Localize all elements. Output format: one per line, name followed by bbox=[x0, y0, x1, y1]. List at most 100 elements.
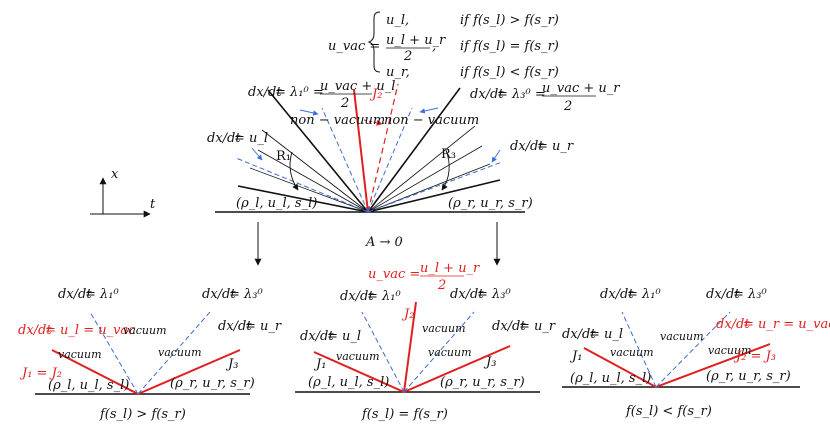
p2-vacuum-right: vacuum bbox=[428, 346, 472, 359]
p3-left-rhs: = u_l bbox=[589, 327, 623, 342]
p1-condition: f(s_l) > f(s_r) bbox=[99, 407, 186, 422]
top-wave-fan bbox=[215, 83, 525, 213]
p2-right-rhs: = u_r bbox=[519, 319, 556, 334]
p3-lambda1-frac: dx/dt bbox=[600, 287, 634, 302]
p3-J2J3-line bbox=[655, 343, 771, 388]
R1-ray bbox=[257, 149, 369, 213]
uvac-case2-den: 2 bbox=[403, 49, 412, 64]
right-eig-num: u_vac + u_r bbox=[542, 81, 620, 96]
p3-J-left: J₁ bbox=[569, 349, 582, 364]
p3-lambda3-char bbox=[655, 311, 731, 388]
right-char-frac: dx/dt bbox=[510, 139, 544, 154]
uvac-case3: u_r, bbox=[386, 65, 410, 80]
nonvac-left: non − vacuum bbox=[290, 113, 385, 128]
lambda3-char bbox=[367, 107, 413, 213]
uvac-formula: u_vac = u_l, if f(s_l) > f(s_r) u_l + u_… bbox=[328, 11, 559, 80]
p3-condition: f(s_l) < f(s_r) bbox=[625, 404, 712, 419]
panel-1: dx/dt = λ₁⁰ dx/dt = λ₃⁰ dx/dt = u_l = u_… bbox=[18, 287, 282, 422]
R3-ray bbox=[367, 125, 476, 213]
p1-J1J2-line bbox=[51, 349, 139, 395]
p3-lambda3-frac: dx/dt bbox=[706, 287, 740, 302]
p1-left-rhs: = u_l = u_vac bbox=[45, 323, 136, 338]
p2-lambda3-frac: dx/dt bbox=[450, 287, 484, 302]
p3-left-frac: dx/dt bbox=[562, 327, 596, 342]
p1-lambda3-frac: dx/dt bbox=[202, 287, 236, 302]
p3-lambda3-rhs: = λ₃⁰ bbox=[733, 287, 767, 302]
uvac-case2-num: u_l + u_r bbox=[386, 33, 446, 48]
R1-label: R₁ bbox=[276, 149, 291, 164]
p2-left-rhs: = u_l bbox=[327, 329, 361, 344]
right-eig-den: 2 bbox=[563, 99, 572, 114]
p2-J2-line bbox=[403, 301, 417, 393]
uvac-cond3: if f(s_l) < f(s_r) bbox=[460, 65, 559, 80]
R3-edge-inner bbox=[367, 179, 501, 213]
p2-right-frac: dx/dt bbox=[492, 319, 526, 334]
p2-lambda3-char bbox=[403, 311, 475, 393]
uvac-lhs: u_vac = bbox=[328, 39, 380, 54]
p3-lambda1-rhs: = λ₁⁰ bbox=[627, 287, 661, 302]
p1-lambda1-rhs: = λ₁⁰ bbox=[85, 287, 119, 302]
p2-vacuum-mid: vacuum bbox=[422, 322, 466, 335]
uvac-case2-comma: , bbox=[432, 39, 436, 54]
R3-ray bbox=[367, 163, 491, 213]
R1-ray bbox=[249, 167, 369, 213]
p3-vacuum-right: vacuum bbox=[708, 344, 752, 357]
top-state-left: (ρ_l, u_l, s_l) bbox=[236, 196, 317, 211]
left-char-frac: dx/dt bbox=[207, 131, 241, 146]
left-eig-num: u_vac + u_l bbox=[320, 79, 395, 94]
formula-brace bbox=[367, 11, 381, 73]
R3-ray bbox=[367, 145, 483, 213]
ul-pointer bbox=[251, 147, 263, 161]
p2-lambda1-rhs: = λ₁⁰ bbox=[367, 289, 401, 304]
right-eig-rhs: = λ₃⁰ = bbox=[497, 87, 546, 102]
p3-state-left: (ρ_l, u_l, s_l) bbox=[570, 371, 651, 386]
coordinate-axes: x t bbox=[90, 167, 156, 218]
p1-vacuum-right: vacuum bbox=[158, 346, 202, 359]
J2-label: J₂ bbox=[369, 87, 382, 102]
p1-lambda1-frac: dx/dt bbox=[58, 287, 92, 302]
p2-uvac-den: 2 bbox=[437, 278, 446, 293]
ur-pointer bbox=[491, 149, 501, 163]
p1-J-left: J₁ = J₂ bbox=[19, 366, 62, 381]
R3-edge-outer bbox=[367, 87, 461, 213]
p2-state-right: (ρ_r, u_r, s_r) bbox=[440, 375, 525, 390]
p2-uvac-num: u_l + u_r bbox=[420, 261, 480, 276]
top-state-right: (ρ_r, u_r, s_r) bbox=[448, 196, 533, 211]
p2-state-left: (ρ_l, u_l, s_l) bbox=[308, 375, 389, 390]
top-labels: dx/dt = λ₁⁰ = u_vac + u_l 2 dx/dt = λ₃⁰ … bbox=[207, 79, 620, 250]
limit-label: A → 0 bbox=[365, 235, 403, 250]
p2-lambda1-frac: dx/dt bbox=[340, 289, 374, 304]
R1-ray bbox=[261, 129, 369, 213]
p2-condition: f(s_l) = f(s_r) bbox=[361, 407, 448, 422]
p2-J-right: J₃ bbox=[483, 355, 496, 370]
p2-J1-line bbox=[313, 351, 405, 393]
p1-J-right: J₃ bbox=[225, 357, 238, 372]
uvac-cond1: if f(s_l) > f(s_r) bbox=[460, 13, 559, 28]
p1-vacuum-left: vacuum bbox=[58, 348, 102, 361]
lambda3-pointer bbox=[419, 107, 439, 114]
J2-arrow bbox=[363, 119, 383, 126]
p2-lambda3-rhs: = λ₃⁰ bbox=[477, 287, 511, 302]
p3-lambda1-char bbox=[621, 311, 657, 388]
p1-J3-line bbox=[137, 349, 241, 395]
p1-right-rhs: = u_r bbox=[245, 319, 282, 334]
p3-right-frac: dx/dt bbox=[716, 317, 750, 332]
p3-J1-line bbox=[583, 347, 657, 388]
p2-lambda1-char bbox=[361, 311, 405, 393]
p3-vacuum-mid: vacuum bbox=[660, 330, 704, 343]
axis-t-label: t bbox=[150, 197, 156, 212]
p3-vacuum-left: vacuum bbox=[610, 346, 654, 359]
p1-state-right: (ρ_r, u_r, s_r) bbox=[170, 376, 255, 391]
panel-3: dx/dt = λ₁⁰ dx/dt = λ₃⁰ dx/dt = u_l dx/d… bbox=[562, 287, 830, 419]
p1-left-frac: dx/dt bbox=[18, 323, 52, 338]
p1-state-left: (ρ_l, u_l, s_l) bbox=[48, 378, 129, 393]
uvac-case1: u_l, bbox=[386, 13, 409, 28]
lambda1-char bbox=[321, 107, 369, 213]
nonvac-right: non − vacuum bbox=[384, 113, 479, 128]
axis-x-label: x bbox=[111, 167, 119, 182]
p1-vacuum-top: vacuum bbox=[123, 324, 167, 337]
R1-arc bbox=[289, 151, 299, 191]
p2-J3-line bbox=[403, 345, 511, 393]
